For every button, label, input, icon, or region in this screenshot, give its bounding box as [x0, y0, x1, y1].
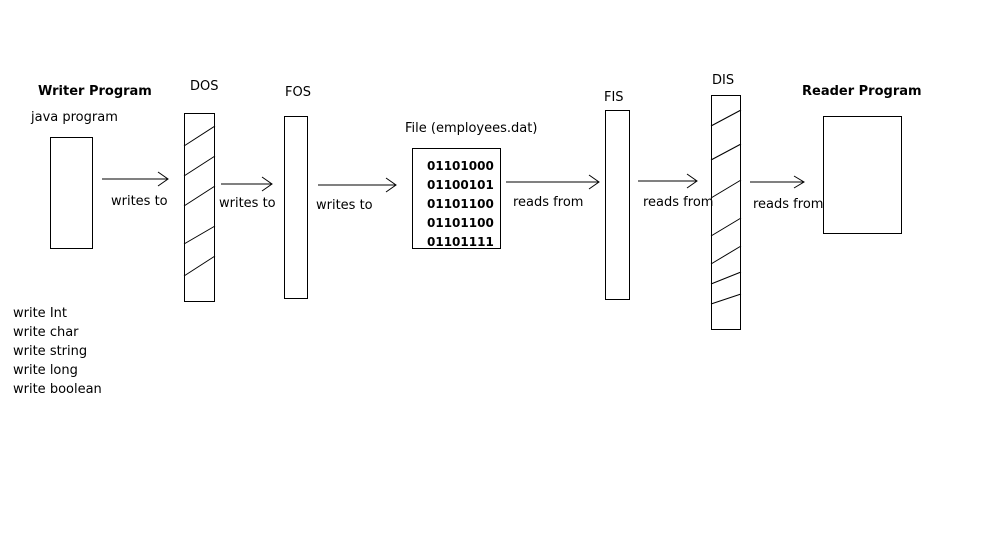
writer-method-item: write char: [13, 325, 79, 340]
file-bit-row: 01101111: [427, 235, 494, 249]
file-bit-row: 01101000: [427, 159, 494, 173]
writer-method-item: write string: [13, 344, 88, 359]
dos-label: DOS: [190, 79, 219, 94]
arrow-file-to-fis: [506, 174, 600, 190]
arrow-writer-to-dos: [102, 171, 169, 187]
file-bit-row: 01101100: [427, 197, 494, 211]
arrow-fos-to-file: [318, 177, 397, 193]
edge-label-dis-to-reader: reads from: [753, 197, 824, 212]
writer-method-item: write Int: [13, 306, 67, 321]
edge-label-file-to-fis: reads from: [513, 195, 584, 210]
file-bit-row: 01100101: [427, 178, 494, 192]
writer-program-title: Writer Program: [38, 84, 152, 99]
writer-program-subtitle: java program: [31, 110, 118, 125]
fos-stream: [284, 116, 308, 299]
reader-program-title: Reader Program: [802, 84, 922, 99]
dos-stream: [184, 113, 215, 302]
dis-stream: [711, 95, 741, 330]
edge-label-writer-to-dos: writes to: [111, 194, 168, 209]
fis-stream: [605, 110, 630, 300]
writer-method-item: write boolean: [13, 382, 102, 397]
reader-program-box: [823, 116, 902, 234]
file-label: File (employees.dat): [405, 121, 538, 136]
writer-program-box: [50, 137, 93, 249]
edge-label-fis-to-dis: reads from: [643, 195, 714, 210]
arrow-dis-to-reader: [750, 175, 805, 189]
fos-label: FOS: [285, 85, 311, 100]
arrow-dos-to-fos: [221, 176, 273, 192]
file-bit-row: 01101100: [427, 216, 494, 230]
edge-label-fos-to-file: writes to: [316, 198, 373, 213]
writer-method-list: write Int write char write string write …: [13, 304, 102, 399]
dis-label: DIS: [712, 73, 735, 88]
writer-method-item: write long: [13, 363, 78, 378]
file-box: [412, 148, 501, 249]
fis-label: FIS: [604, 90, 624, 105]
edge-label-dos-to-fos: writes to: [219, 196, 276, 211]
file-bit-list: 01101000 01100101 01101100 01101100 0110…: [427, 157, 494, 252]
arrow-fis-to-dis: [638, 173, 698, 189]
